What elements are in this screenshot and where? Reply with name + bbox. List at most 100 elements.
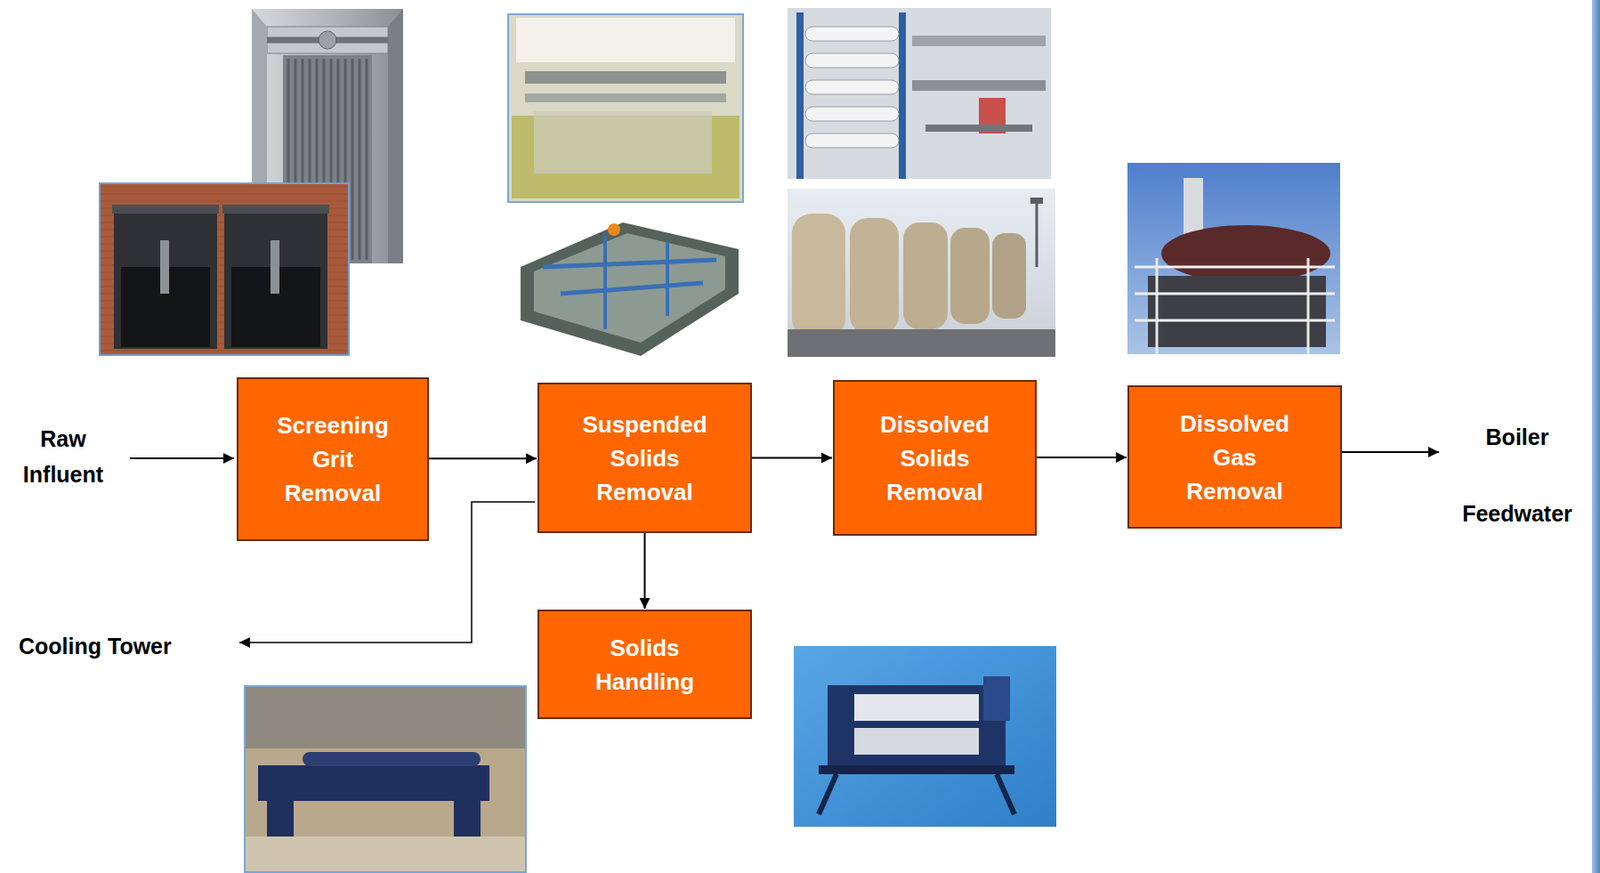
membrane-tank-photo xyxy=(508,14,744,203)
screen-building-photo-part xyxy=(113,210,218,349)
filter-press-photo-part xyxy=(818,765,1015,775)
filter-press-factory-photo-part xyxy=(244,836,526,873)
box-label: Screening Grit Removal xyxy=(266,408,400,510)
membrane-tank-photo-part xyxy=(533,111,712,174)
screen-building-photo-part xyxy=(99,201,349,203)
process-box: Suspended Solids Removal xyxy=(537,382,752,534)
filter-press-photo-part xyxy=(983,676,1011,721)
screen-building-photo-part xyxy=(99,183,349,356)
filter-tanks-photo-part xyxy=(791,213,846,339)
deaerator-photo-part xyxy=(1147,275,1326,348)
membrane-tank-photo-part xyxy=(525,93,727,103)
edge-bar-part xyxy=(1591,0,1600,873)
flow-arrow-part xyxy=(1341,451,1439,453)
ro-skid-photo-part xyxy=(805,80,899,95)
filter-press-factory-photo-part xyxy=(453,800,481,837)
membrane-tank-photo-part xyxy=(525,71,727,84)
filter-tanks-photo-part xyxy=(950,227,990,324)
filter-press-factory-photo-part xyxy=(244,686,526,749)
flow-arrow-part xyxy=(129,457,235,460)
filter-press-factory-photo-part xyxy=(258,765,490,801)
ro-skid-photo-part xyxy=(805,26,899,41)
filter-press-photo-part xyxy=(854,694,979,721)
clarifier-cutaway-part xyxy=(542,259,717,267)
screen-building-photo-part xyxy=(99,193,349,195)
filter-tanks-photo-part xyxy=(992,233,1027,319)
screen-building-photo-part xyxy=(99,350,349,352)
screen-building-photo-part xyxy=(270,240,280,294)
deaerator-photo-part xyxy=(1134,292,1335,296)
box-label: Dissolved Solids Removal xyxy=(868,407,1003,510)
filter-press-photo-part xyxy=(996,774,1015,815)
process-box: Screening Grit Removal xyxy=(236,377,429,542)
filter-press-photo-part xyxy=(827,685,1006,766)
flow-arrow xyxy=(1036,456,1127,459)
filter-press-factory-photo-part xyxy=(266,800,294,837)
process-box: Solids Handling xyxy=(537,609,752,720)
filter-press-photo xyxy=(793,646,1057,827)
screen-building-photo-part xyxy=(112,204,219,214)
filter-press-photo-part xyxy=(818,774,837,815)
deaerator-photo-part xyxy=(1161,225,1331,283)
filter-press-photo-part xyxy=(854,727,979,755)
box-label: Suspended Solids Removal xyxy=(578,407,712,510)
clarifier-cutaway xyxy=(508,209,743,363)
flow-label: Boiler Feedwater xyxy=(1459,398,1576,552)
screen-building-photo-part xyxy=(160,240,170,294)
ro-skid-photo-part xyxy=(805,53,899,68)
screen-building-photo-part xyxy=(222,204,330,214)
filter-tanks-photo-part xyxy=(903,222,948,330)
deaerator-photo-part xyxy=(1134,266,1335,269)
ro-skid-photo-part xyxy=(912,80,1046,91)
ro-skid-photo-part xyxy=(912,35,1046,47)
screen-building-photo-part xyxy=(99,186,349,188)
clarifier-cutaway-part xyxy=(560,282,704,294)
deaerator-photo xyxy=(1127,162,1341,355)
bar-screen-photo-part xyxy=(358,58,362,260)
filter-press-factory-photo-part xyxy=(302,751,481,767)
filter-press-factory-photo-part xyxy=(244,686,526,873)
filter-press-factory-photo xyxy=(244,686,526,873)
process-box: Dissolved Solids Removal xyxy=(832,379,1037,536)
ro-skid-photo-part xyxy=(805,133,899,148)
clarifier-cutaway-part xyxy=(665,242,670,316)
membrane-tank-photo-part xyxy=(516,17,736,63)
bar-screen-photo-part xyxy=(365,58,369,260)
membrane-tank-photo-part xyxy=(508,14,744,203)
clarifier-cutaway-part xyxy=(603,235,607,330)
bar-screen-photo-part xyxy=(318,31,337,49)
flow-label: Raw Influent xyxy=(9,420,117,493)
ro-skid-photo-part xyxy=(898,12,906,179)
screen-building-photo-part xyxy=(224,210,328,349)
deaerator-photo-part xyxy=(1134,319,1335,323)
flow-arrow xyxy=(428,457,537,460)
filter-tanks-photo xyxy=(787,188,1056,357)
filter-tanks-photo-part xyxy=(787,188,1056,357)
filter-press-photo-part xyxy=(793,646,1057,827)
ro-skid-photo-part xyxy=(925,124,1033,132)
deaerator-photo-part xyxy=(1127,162,1341,355)
deaerator-photo-part xyxy=(1307,258,1310,355)
deaerator-photo-part xyxy=(1155,258,1159,355)
bar-screen-photo-part xyxy=(351,58,355,260)
ro-skid-photo xyxy=(787,8,1051,179)
ro-skid-photo-part xyxy=(787,8,1051,179)
ro-skid-photo-part xyxy=(805,106,899,122)
flow-arrow xyxy=(751,457,833,460)
filter-tanks-photo-part xyxy=(787,329,1056,357)
filter-press-factory-photo-part xyxy=(244,686,526,873)
flow-arrow xyxy=(644,533,647,609)
ro-skid-photo-part xyxy=(796,12,804,179)
box-label: Dissolved Gas Removal xyxy=(1168,406,1302,509)
membrane-tank-photo-part xyxy=(508,14,744,203)
bar-screen-photo-part xyxy=(387,8,404,264)
filter-tanks-photo-part xyxy=(849,218,899,334)
edge-bar xyxy=(1591,0,1600,873)
clarifier-cutaway-part xyxy=(533,233,726,343)
flow-label: Cooling Tower xyxy=(18,632,233,660)
clarifier-cutaway-part xyxy=(520,222,739,356)
screen-building-photo xyxy=(99,183,349,356)
screen-building-photo-part xyxy=(99,183,349,356)
clarifier-cutaway-part xyxy=(607,223,621,236)
